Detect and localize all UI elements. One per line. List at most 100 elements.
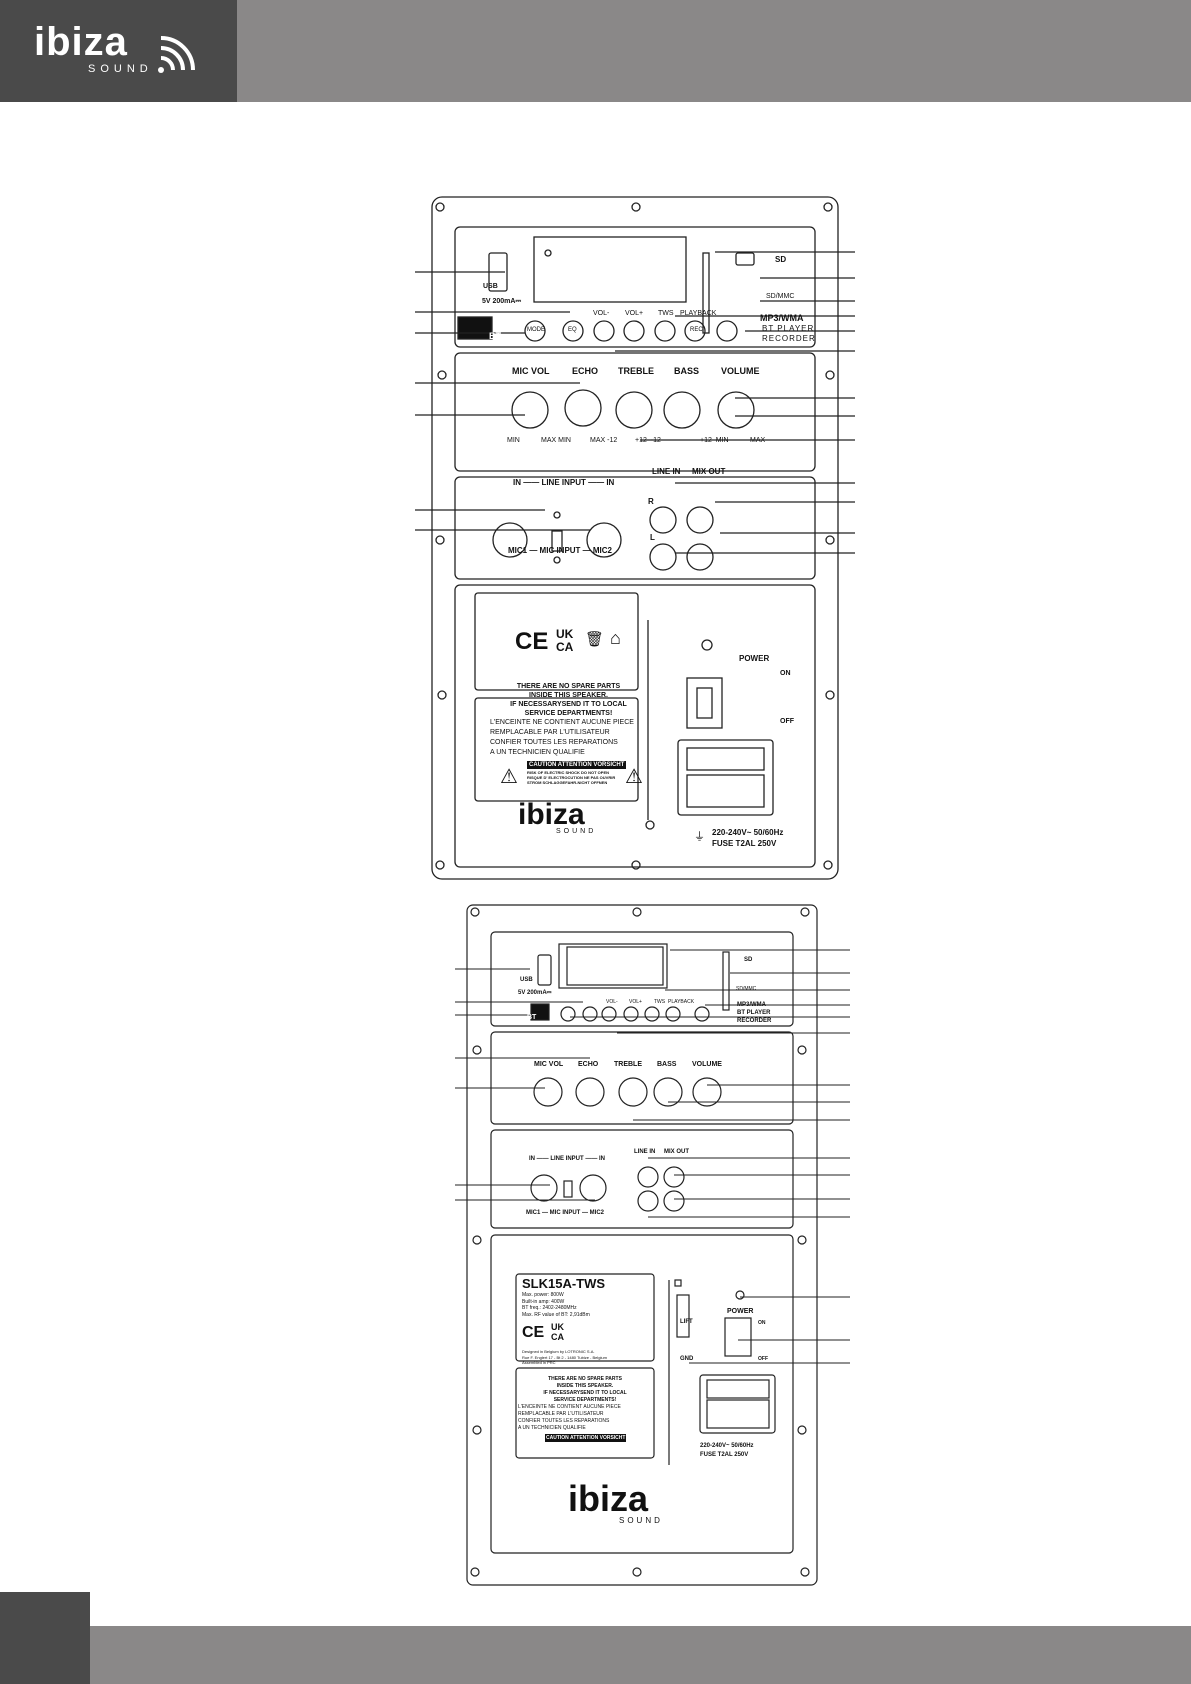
sd-slot [702,252,710,334]
power-label: POWER [739,654,770,663]
designed-line: Designed in Belgium by LOTRONIC S.A. [522,1349,595,1354]
caution-banner: CAUTION ATTENTION VORSICHT [527,761,627,769]
spec-line: Max. RF value of BT: 2,91dBm [522,1311,590,1318]
p2-bt-badge: BT [527,1014,537,1021]
rear-panel-diagram-1 [431,196,839,880]
p2-caution-banner: CAUTION ATTENTION VORSICHT [545,1434,627,1442]
btn-rec-label[interactable]: REC [690,327,703,333]
header-logo-box: ibiza SOUND [0,0,237,102]
knob-scale-1: MIN [507,437,520,444]
designed-line: Rue F. Englert 17 - Bt 2 - 1480 Tubize -… [522,1354,607,1360]
caption-tws: TWS [658,310,674,317]
knob-scale-2: MAX MIN [541,437,571,444]
brand-logo-text: ibiza [34,20,128,64]
p2-knob-bass: BASS [657,1061,677,1068]
xlr-combo-1 [492,522,528,558]
brand-logo-subtext: SOUND [88,63,153,75]
p2-panel-logo-text: ibiza [568,1478,649,1519]
rca-jacks [649,506,714,571]
caption-vol-minus: VOL- [593,310,610,317]
warning-fr-line: CONFIER TOUTES LES REPARATIONS [490,739,618,746]
control-buttons [524,320,738,342]
p2-mode-rec: RECORDER [737,1018,772,1024]
warning-en-line: IF NECESSARYSEND IT TO LOCAL [510,701,627,708]
spec-line: Max. power: 800W [522,1292,564,1298]
knob-label-volume: VOLUME [721,366,760,376]
footer-bar [90,1626,1191,1684]
xlr-combo-2 [586,522,622,558]
warning-fr-block: L'ENCEINTE NE CONTIENT AUCUNE PIECE REMP… [490,718,655,758]
usb-label: USB [483,283,498,290]
p2-mode-mp3: MP3/WMA [737,1002,766,1008]
spec-line: BT freq.: 2402-2480MHz [522,1305,577,1311]
p2-caption-playback: PLAYBACK [668,999,695,1005]
designed-line: Assembled in PRC [522,1360,556,1365]
p2-rca-line-in: LINE IN [634,1149,656,1155]
p2-ukca-bottom: CA [551,1332,564,1342]
caution-fine-line: RISQUE D' ELECTROCUTION NE PAS OUVRIR [527,775,616,780]
knob-scale-6: MAX [750,437,766,444]
bt-badge: BT [489,331,501,341]
p2-knob-mic-vol: MIC VOL [534,1061,564,1068]
iec-socket-housing [677,739,774,816]
ukca-mark-bottom: CA [556,640,574,654]
p2-warning-fr-line: L'ENCEINTE NE CONTIENT AUCUNE PIECE [518,1404,621,1410]
p2-rca-mix-out: MIX OUT [664,1149,689,1155]
ukca-mark-top: UK [556,627,574,641]
indoor-use-house-icon: ⌂ [610,628,621,648]
power-switch [686,677,723,729]
p2-warning-fr-line: CONFIER TOUTES LES REPARATIONS [518,1418,610,1424]
caution-fine-print: RISK OF ELECTRIC SHOCK DO NOT OPEN RISQU… [527,770,615,785]
ground-icon: ⏚ [694,831,705,843]
mic-input-label: MIC1 — MIC INPUT — MIC2 [508,546,613,555]
p2-power-off: OFF [758,1356,768,1362]
p2-warning-fr-block: L'ENCEINTE NE CONTIENT AUCUNE PIECE REMP… [518,1404,658,1432]
p2-sd-badge: SD [744,957,753,963]
mains-rating: 220-240V~ 50/60Hz [712,828,784,837]
panel-logo-subtext: SOUND [556,828,597,835]
p2-warning-en-line: IF NECESSARYSEND IT TO LOCAL [543,1390,627,1396]
footer-page-box [0,1592,90,1684]
caution-fine-line: STROM SCHLAGGEFAHR-NICHT OFFNEN [527,780,608,785]
knob-label-treble: TREBLE [618,366,654,376]
mode-label-mp3: MP3/WMA [760,313,804,323]
knob-label-mic-vol: MIC VOL [512,366,550,376]
p2-mic-input-label: MIC1 — MIC INPUT — MIC2 [526,1210,605,1216]
knobs [511,389,755,429]
spec-list: Max. power: 800W Built-in amp: 400W BT f… [522,1292,590,1318]
sd-badge: SD [775,255,787,264]
rca-l-label: L [650,533,655,542]
p2-mode-bt: BT PLAYER [737,1010,771,1016]
power-on-label: ON [780,670,791,677]
p2-line-input-label: IN —— LINE INPUT —— IN [529,1156,606,1162]
p2-caption-vol-minus: VOL- [606,999,618,1005]
screw-holes [435,202,835,870]
fuse-rating: FUSE T2AL 250V [712,839,777,848]
exclamation-warning-icon: ⚠ [625,766,643,788]
rear-panel-diagram-2 [466,904,818,1586]
p2-sd-mmc-label: SD/MMC [736,986,757,992]
btn-mode-label[interactable]: MODE [527,327,545,333]
p2-warning-fr-line: REMPLACABLE PAR L'UTILISATEUR [518,1411,604,1417]
warning-en-line: SERVICE DEPARTMENTS! [524,710,613,717]
caption-vol-plus: VOL+ [625,310,644,317]
caption-playback: PLAYBACK [680,310,717,317]
p2-warning-en-line: INSIDE THIS SPEAKER. [556,1383,614,1389]
callout-lines-panel-2 [455,949,850,1364]
designed-block: Designed in Belgium by LOTRONIC S.A. Rue… [522,1349,607,1366]
p2-ce-mark: CE [522,1324,545,1341]
lightning-warning-icon: ⚠ [500,766,518,788]
p2-usb-power-label: 5V 200mA⎓ [518,990,552,996]
btn-eq-label[interactable]: EQ [568,327,577,333]
lcd-display [533,236,687,303]
p2-warning-block: THERE ARE NO SPARE PARTS INSIDE THIS SPE… [516,1376,654,1404]
p2-usb-label: USB [520,977,533,983]
mode-label-rec: RECORDER [762,334,816,343]
knob-scale-4: +12 -12 [635,437,661,444]
rca-line-in-label: LINE IN [652,467,681,476]
p2-panel-logo-subtext: SOUND [619,1516,663,1525]
p2-warning-en-line: SERVICE DEPARTMENTS! [553,1397,617,1403]
ce-mark: CE [515,628,549,655]
caution-fine-line: RISK OF ELECTRIC SHOCK DO NOT OPEN [527,770,610,775]
gnd-label: GND [680,1356,694,1362]
